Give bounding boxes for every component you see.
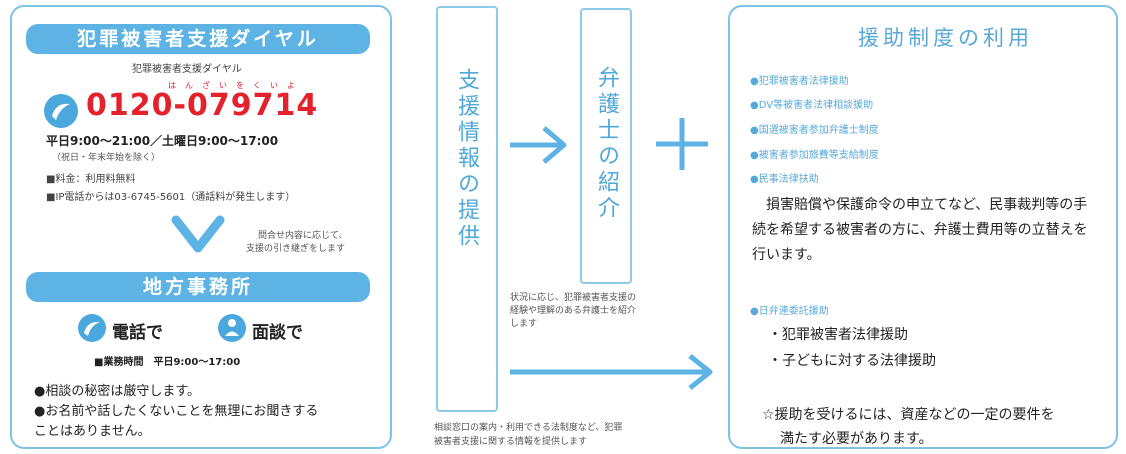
office-banner: 地方事務所 bbox=[26, 272, 370, 302]
aid-system-card bbox=[728, 5, 1118, 449]
aid-requirement-1: ☆援助を受けるには、資産などの一定の要件を bbox=[762, 407, 1055, 423]
dial-hours-note: （祝日・年末年始を除く） bbox=[52, 153, 161, 163]
office-note-2: ●お名前や話したくないことを無理にお聞きする bbox=[34, 404, 319, 419]
arrow-right-icon bbox=[510, 126, 567, 164]
aid-item: ●DV等被害者法律相談援助 bbox=[750, 100, 874, 111]
jfba-aid-item: ・犯罪被害者法律援助 bbox=[768, 327, 908, 343]
referral-note-1: 問合せ内容に応じて、 bbox=[258, 231, 348, 241]
dial-fee: ■料金：利用料無料 bbox=[46, 174, 136, 185]
info-provision-label: 支援情報の提供 bbox=[454, 68, 479, 250]
civil-aid-desc-2: 続を希望する被害者の方に、弁護士費用等の立替えを bbox=[752, 222, 1088, 238]
lawyer-referral-label: 弁護士の紹介 bbox=[594, 66, 619, 222]
aid-title: 援助制度の利用 bbox=[858, 26, 1033, 50]
support-dial-banner: 犯罪被害者支援ダイヤル bbox=[26, 24, 370, 54]
civil-aid-desc-3: 行います。 bbox=[752, 247, 821, 263]
lawyer-caption-3: します bbox=[510, 319, 538, 329]
arrow-down-icon bbox=[171, 215, 225, 253]
person-icon bbox=[218, 314, 246, 342]
referral-note-2: 支援の引き継ぎをします bbox=[246, 244, 346, 254]
office-hours: ■業務時間 平日9:00～17:00 bbox=[94, 357, 241, 368]
office-phone-label: 電話で bbox=[112, 323, 163, 343]
aid-item: ●国選被害者参加弁護士制度 bbox=[750, 125, 879, 136]
civil-aid-desc-1: 損害賠償や保護命令の申立てなど、民事裁判等の手 bbox=[766, 197, 1088, 213]
office-note-3: ことはありません。 bbox=[34, 424, 151, 439]
dial-hours: 平日9:00～21:00／土曜日9:00～17:00 bbox=[46, 134, 279, 148]
info-caption-1: 相談窓口の案内・利用できる法制度など、犯罪 bbox=[434, 423, 623, 433]
phone-number[interactable]: 0120-079714 bbox=[86, 88, 319, 123]
jfba-aid-heading: ●日弁連委託援助 bbox=[750, 306, 829, 317]
phone-icon bbox=[44, 94, 78, 128]
support-dial-caption: 犯罪被害者支援ダイヤル bbox=[132, 64, 242, 75]
aid-item: ●犯罪被害者法律援助 bbox=[750, 76, 849, 87]
jfba-aid-item: ・子どもに対する法律援助 bbox=[768, 353, 936, 369]
dial-ip-phone: ■IP電話からは03-6745-5601（通話料が発生します） bbox=[46, 192, 296, 203]
aid-item: ●民事法律扶助 bbox=[750, 174, 819, 185]
plus-icon bbox=[656, 118, 708, 170]
aid-item: ●被害者参加旅費等支給制度 bbox=[750, 150, 879, 161]
office-visit-label: 面談で bbox=[252, 323, 303, 343]
office-note-1: ●相談の秘密は厳守します。 bbox=[34, 384, 201, 399]
phone-icon bbox=[78, 314, 106, 342]
info-provision-box bbox=[436, 6, 498, 412]
support-dial-card bbox=[10, 5, 392, 449]
lawyer-caption-2: 経験や理解のある弁護士を紹介 bbox=[510, 306, 637, 316]
aid-requirement-2: 満たす必要があります。 bbox=[780, 431, 933, 447]
lawyer-caption-1: 状況に応じ、犯罪被害者支援の bbox=[510, 293, 637, 303]
lawyer-referral-box bbox=[580, 8, 632, 284]
arrow-right-long-icon bbox=[510, 354, 713, 390]
info-caption-2: 被害者支援に関する情報を提供します bbox=[434, 437, 588, 447]
phone-ruby: はんざいをくいよ bbox=[168, 81, 304, 90]
